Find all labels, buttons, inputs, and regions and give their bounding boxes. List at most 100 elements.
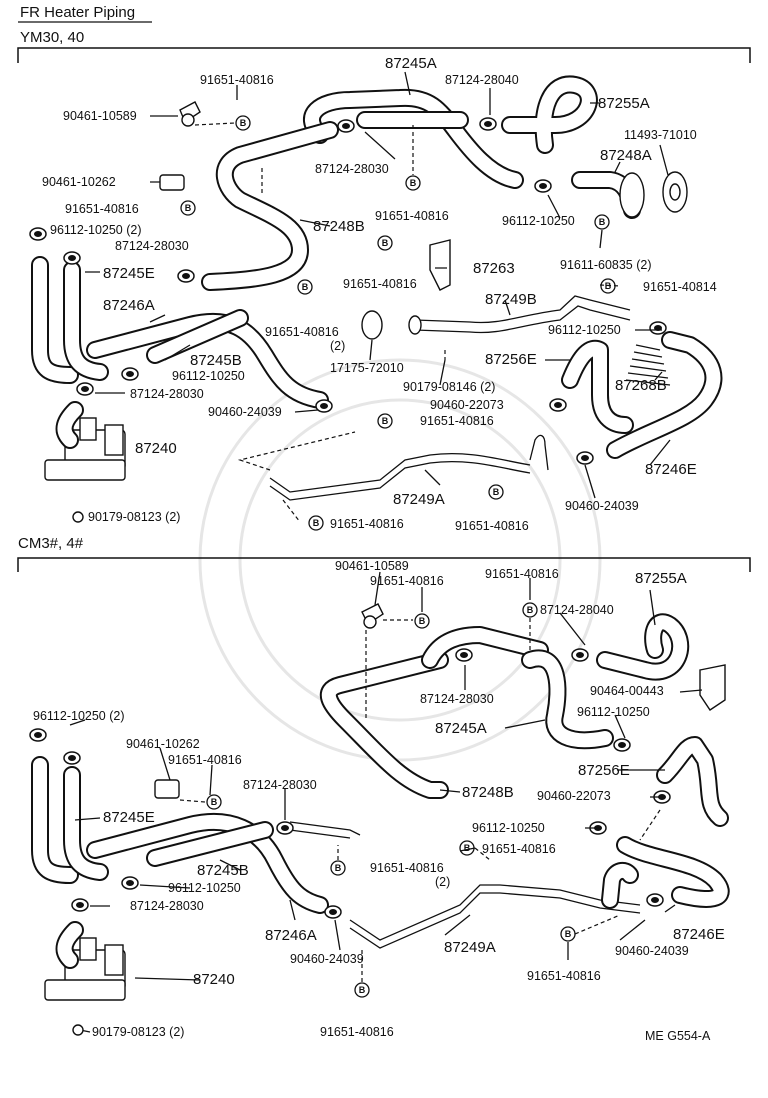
label-87248B: 87248B xyxy=(462,784,514,801)
clamp-87124-28030-b xyxy=(177,269,195,283)
label-91651-40816: 91651-40816 xyxy=(65,202,139,216)
bracket-90461-10262-bottom xyxy=(154,779,180,799)
label-87245E: 87245E xyxy=(103,809,155,826)
bolt-91611-60835: B xyxy=(594,214,610,230)
clip-90461-10589-bottom xyxy=(361,603,384,629)
label-91651-40816: 91651-40816 xyxy=(375,209,449,223)
label-90460-22073: 90460-22073 xyxy=(430,398,504,412)
label-87124-28030: 87124-28030 xyxy=(130,387,204,401)
bolt-bottom-b: B xyxy=(522,602,538,618)
clamp-87124-28040-bottom xyxy=(571,648,589,662)
svg-text:B: B xyxy=(382,238,389,248)
pipe-87248B-end-bottom xyxy=(289,821,361,836)
label-87249A: 87249A xyxy=(444,939,496,956)
bolt-91651-40816-h: B xyxy=(308,515,324,531)
pipe-end-87249B xyxy=(408,315,422,335)
bottom-leaders xyxy=(69,571,703,1033)
section-label-cm3: CM3#, 4# xyxy=(18,535,84,552)
label-90460-22073: 90460-22073 xyxy=(537,789,611,803)
label-96112-10250: 96112-10250 xyxy=(472,821,545,835)
label-90461-10589: 90461-10589 xyxy=(63,109,137,123)
label-87268B: 87268B xyxy=(615,377,667,394)
svg-text:B: B xyxy=(359,985,366,995)
clamp-87124-28040 xyxy=(479,117,497,131)
label-90460-24039: 90460-24039 xyxy=(565,499,639,513)
bolt-91651-40816-a: B xyxy=(235,115,251,131)
clip-90461-10589 xyxy=(179,101,201,127)
pipe-87249A xyxy=(269,452,531,493)
label-91651-40816: 91651-40816 xyxy=(265,325,339,339)
svg-text:B: B xyxy=(493,487,500,497)
svg-text:B: B xyxy=(313,518,320,528)
clamp-96112-10250-bottom-top xyxy=(63,751,81,765)
label-87256E: 87256E xyxy=(578,762,630,779)
label-qty-2: (2) xyxy=(435,875,450,889)
top-guides xyxy=(194,122,621,523)
svg-text:B: B xyxy=(382,416,389,426)
label-91651-40816: 91651-40816 xyxy=(370,861,444,875)
clamp-96112-10250-top xyxy=(63,251,81,265)
label-90460-24039: 90460-24039 xyxy=(208,405,282,419)
label-87246A: 87246A xyxy=(103,297,155,314)
clamp-96112-10250-c xyxy=(121,367,139,381)
label-87249A: 87249A xyxy=(393,491,445,508)
bolt-91651-40816-g: B xyxy=(488,484,504,500)
bottom-section-drawing: B B B B B B B xyxy=(29,571,730,1036)
pipe-87249A-end xyxy=(529,434,549,471)
label-87240: 87240 xyxy=(135,440,177,457)
clamp-87124-28030-a xyxy=(337,119,355,133)
bolt-90179-08123-top xyxy=(72,511,84,523)
svg-text:B: B xyxy=(410,178,417,188)
label-91651-40816: 91651-40816 xyxy=(330,517,404,531)
label-87263: 87263 xyxy=(473,260,515,277)
label-91651-40816: 91651-40816 xyxy=(455,519,529,533)
spring-87268B xyxy=(625,344,671,386)
bracket-90464-00443 xyxy=(699,664,726,711)
label-87124-28030: 87124-28030 xyxy=(243,778,317,792)
label-87246E: 87246E xyxy=(645,461,697,478)
svg-text:B: B xyxy=(185,203,192,213)
label-91651-40816: 91651-40816 xyxy=(168,753,242,767)
label-90464-00443: 90464-00443 xyxy=(590,684,664,698)
bracket-87263 xyxy=(429,239,451,291)
clamp-87124-28030-bottom-a xyxy=(455,648,473,662)
svg-text:B: B xyxy=(527,605,534,615)
clamp-90460-22073 xyxy=(549,398,567,412)
bolt-90179-08123-bottom xyxy=(72,1024,84,1036)
clamp-87124-28030-bottom-c xyxy=(71,898,89,912)
valve-87240-bottom xyxy=(44,921,126,1001)
top-section-drawing: B B B B B B B B B B xyxy=(29,71,723,531)
svg-text:B: B xyxy=(302,282,309,292)
clamp-96112-10250-bottom-c xyxy=(121,876,139,890)
label-91651-40816: 91651-40816 xyxy=(320,1025,394,1039)
label-87248A: 87248A xyxy=(600,147,652,164)
label-96112-10250: 96112-10250 xyxy=(172,369,245,383)
label-90460-24039: 90460-24039 xyxy=(615,944,689,958)
diagram-code: ME G554-A xyxy=(645,1029,711,1043)
pipe-87249B xyxy=(414,295,631,324)
bolt-bottom-e: B xyxy=(330,860,346,876)
label-90461-10589: 90461-10589 xyxy=(335,559,409,573)
label-96112-10250-x2: 96112-10250 (2) xyxy=(33,709,125,723)
label-90179-08146: 90179-08146 (2) xyxy=(403,380,495,394)
label-87256E: 87256E xyxy=(485,351,537,368)
clamp-90460-24039-b xyxy=(576,451,594,465)
label-96112-10250: 96112-10250 xyxy=(548,323,621,337)
label-91651-40816: 91651-40816 xyxy=(527,969,601,983)
label-91651-40816: 91651-40816 xyxy=(485,567,559,581)
svg-text:B: B xyxy=(335,863,342,873)
label-87255A: 87255A xyxy=(635,570,687,587)
bolt-bottom-c: B xyxy=(206,794,222,810)
label-11493-71010: 11493-71010 xyxy=(624,128,697,142)
label-87240: 87240 xyxy=(193,971,235,988)
svg-text:B: B xyxy=(464,843,471,853)
svg-text:B: B xyxy=(419,616,426,626)
bolt-91651-40816-d: B xyxy=(377,235,393,251)
bolt-91651-40816-f: B xyxy=(377,413,393,429)
svg-text:B: B xyxy=(599,217,606,227)
bolt-91651-40816-b: B xyxy=(180,200,196,216)
bottom-guides xyxy=(179,618,661,982)
svg-text:B: B xyxy=(565,929,572,939)
bracket-90461-10262 xyxy=(159,174,185,191)
